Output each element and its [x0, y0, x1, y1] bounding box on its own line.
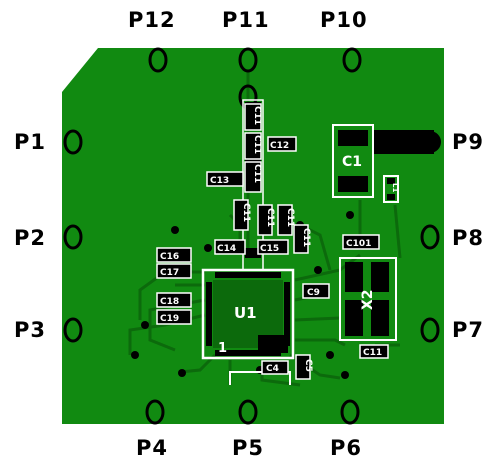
c14-label: C14 — [217, 244, 236, 254]
p8-pad — [420, 224, 440, 250]
p1-pad — [63, 129, 83, 155]
p9-pad — [419, 131, 441, 153]
l1-inductor: L1 — [383, 175, 399, 203]
pin-label-p7: P7 — [452, 318, 485, 342]
u1-bracket — [229, 371, 291, 385]
p3-pad — [63, 317, 83, 343]
pin-label-p12: P12 — [128, 8, 176, 32]
c19-label: C19 — [160, 314, 179, 324]
p10-pad — [342, 47, 362, 73]
c5-label: C5 — [303, 359, 313, 372]
c4-label: C4 — [266, 364, 279, 374]
c1-label: C1 — [342, 154, 362, 170]
pin-label-p8: P8 — [452, 226, 485, 250]
x2-label: X2 — [360, 289, 376, 310]
pin-label-p3: P3 — [14, 318, 47, 342]
c15-label: C15 — [260, 244, 279, 254]
l1-label: L1 — [391, 183, 399, 192]
c101-label: C101 — [346, 239, 371, 249]
p2-pad — [63, 224, 83, 250]
c1-capacitor: C1 — [332, 124, 374, 198]
cap-labels: C12 C13 C14 C15 C16 C17 C18 C19 C101 C11… — [156, 103, 389, 380]
c11h-label: C11 — [252, 164, 262, 183]
c11e-label: C11 — [285, 208, 295, 227]
p12-pad — [148, 47, 168, 73]
pin-label-p2: P2 — [14, 226, 47, 250]
c17-label: C17 — [160, 268, 179, 278]
pin-label-p9: P9 — [452, 130, 485, 154]
pin-label-p4: P4 — [136, 436, 169, 460]
c11g-label: C11 — [252, 135, 262, 154]
c11b-label: C11 — [301, 228, 311, 247]
u1-label: U1 — [234, 304, 257, 322]
p7-pad — [420, 317, 440, 343]
c18-label: C18 — [160, 297, 179, 307]
p5-pad — [238, 399, 258, 425]
p11-pad — [238, 47, 258, 73]
pin-label-p11: P11 — [222, 8, 270, 32]
pin-label-p6: P6 — [330, 436, 363, 460]
c16-label: C16 — [160, 252, 179, 262]
p4-pad — [145, 399, 165, 425]
u1-pin1-marker: 1 — [218, 341, 227, 356]
x2-crystal: X2 — [339, 257, 397, 341]
p6-pad — [340, 399, 360, 425]
pin-label-p1: P1 — [14, 130, 47, 154]
u1-chip: U1 1 — [201, 268, 295, 360]
c11f-label: C11 — [252, 106, 262, 125]
c9-label: C9 — [307, 288, 320, 298]
pin-label-p10: P10 — [320, 8, 368, 32]
c11a-label: C11 — [363, 348, 382, 358]
c11c-label: C11 — [241, 203, 251, 222]
c11d-label: C11 — [265, 208, 275, 227]
pin-label-p5: P5 — [232, 436, 265, 460]
pin-pads — [63, 47, 440, 425]
c13-label: C13 — [210, 176, 229, 186]
c12-label: C12 — [270, 141, 289, 151]
